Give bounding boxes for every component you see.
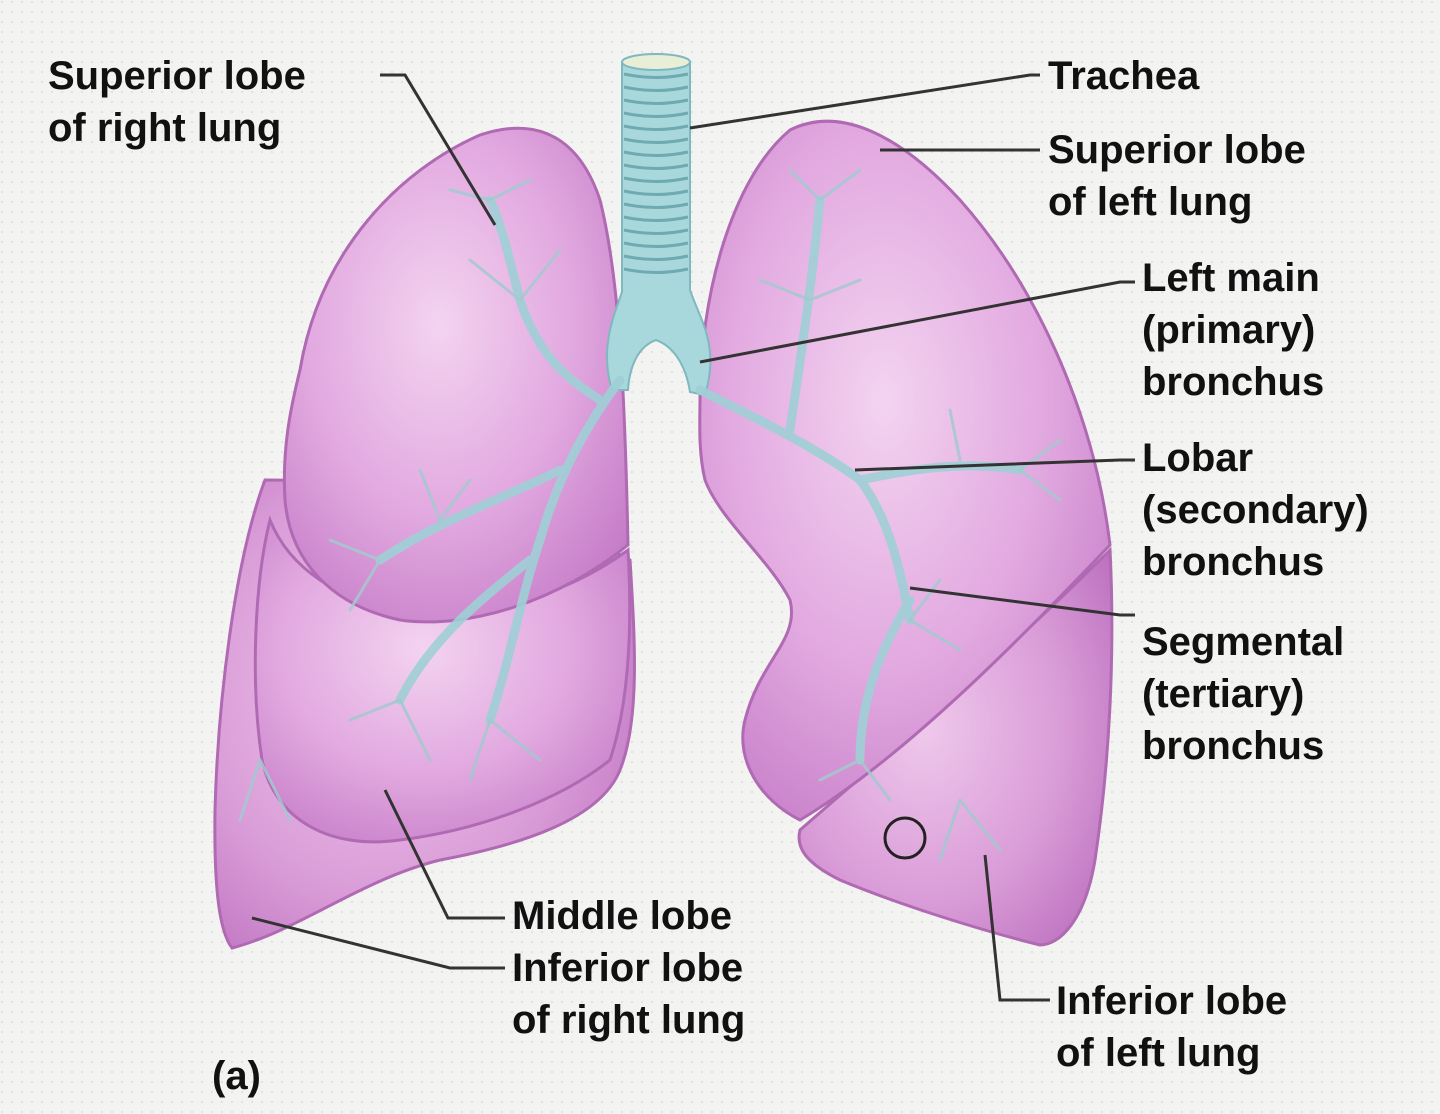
trachea-ring bbox=[623, 72, 689, 79]
label-line: of right lung bbox=[512, 998, 746, 1042]
leader-trachea bbox=[689, 73, 1040, 130]
label-middle-lobe: Middle lobe bbox=[512, 890, 732, 942]
label-line: Superior lobe bbox=[1048, 128, 1306, 172]
label-line: (primary) bbox=[1142, 308, 1316, 352]
label-superior-lobe-left-lung: Superior lobe of left lung bbox=[1048, 124, 1306, 228]
label-line: Lobar bbox=[1142, 436, 1254, 480]
label-superior-lobe-right-lung: Superior lobe of right lung bbox=[48, 50, 306, 154]
label-line: bronchus bbox=[1142, 540, 1325, 584]
bronchioles bbox=[238, 168, 1062, 862]
label-line: (secondary) bbox=[1142, 488, 1369, 532]
bronchiole-6 bbox=[818, 578, 962, 802]
label-segmental-bronchus: Segmental (tertiary) bronchus bbox=[1142, 616, 1344, 772]
trachea-ring bbox=[623, 215, 689, 222]
trachea-ring bbox=[623, 176, 689, 183]
trachea-ring bbox=[623, 111, 689, 118]
label-inferior-lobe-right-lung: Inferior lobe of right lung bbox=[512, 942, 745, 1046]
panel-label: (a) bbox=[212, 1050, 261, 1102]
leader-segmental bbox=[909, 586, 1135, 617]
label-line: of right lung bbox=[48, 106, 282, 150]
left-segmental-branch bbox=[855, 595, 915, 765]
bronchiole-1 bbox=[448, 178, 562, 302]
trachea-ring bbox=[623, 150, 689, 157]
label-line: Superior lobe bbox=[48, 54, 306, 98]
right-lung bbox=[213, 126, 636, 950]
trachea-ring bbox=[623, 85, 689, 92]
airway bbox=[606, 53, 712, 397]
leader-inferior-left bbox=[983, 854, 1050, 1002]
label-line: Trachea bbox=[1048, 54, 1200, 98]
label-line: Middle lobe bbox=[512, 894, 732, 938]
bronchiole-2 bbox=[328, 468, 472, 612]
leader-left-main bbox=[699, 280, 1135, 364]
label-line: bronchus bbox=[1142, 360, 1325, 404]
leader-superior-right bbox=[380, 73, 497, 226]
trachea-ring bbox=[623, 254, 689, 261]
bronchiole-3 bbox=[348, 698, 542, 782]
label-inferior-lobe-left-lung: Inferior lobe of left lung bbox=[1056, 975, 1287, 1079]
trachea-rings bbox=[623, 72, 689, 274]
trachea-ring bbox=[623, 98, 689, 105]
label-line: Inferior lobe bbox=[512, 946, 744, 990]
label-left-main-bronchus: Left main (primary) bronchus bbox=[1142, 252, 1324, 408]
bronchiole-7 bbox=[238, 758, 1002, 862]
label-lobar-bronchus: Lobar (secondary) bronchus bbox=[1142, 432, 1369, 588]
trachea-ring bbox=[623, 202, 689, 209]
leader-inferior-right bbox=[251, 916, 505, 970]
trachea-ring bbox=[623, 163, 689, 170]
left-upper-branch bbox=[785, 195, 825, 435]
label-line: Segmental bbox=[1142, 620, 1345, 664]
trachea-ring bbox=[623, 241, 689, 248]
label-line: bronchus bbox=[1142, 724, 1325, 768]
trachea-ring bbox=[623, 124, 689, 131]
label-trachea: Trachea bbox=[1048, 50, 1199, 102]
leader-middle bbox=[383, 789, 505, 920]
right-main-bronchus bbox=[485, 375, 625, 725]
label-line: Inferior lobe bbox=[1056, 979, 1288, 1023]
trachea-ring bbox=[623, 267, 689, 274]
leader-lobar bbox=[854, 458, 1135, 472]
leader-lines bbox=[251, 73, 1135, 1002]
trachea-ring bbox=[623, 189, 689, 196]
bronchiole-4 bbox=[758, 168, 862, 302]
label-line: of left lung bbox=[1048, 180, 1253, 224]
trachea-ring bbox=[623, 137, 689, 144]
trachea-ring bbox=[623, 228, 689, 235]
label-line: Left main bbox=[1142, 256, 1320, 300]
label-line: (tertiary) bbox=[1142, 672, 1305, 716]
trachea-shape bbox=[606, 61, 712, 397]
superior-lobe-right-lung bbox=[282, 126, 630, 624]
trachea-top bbox=[621, 53, 691, 71]
right-mid-branch bbox=[375, 465, 565, 565]
label-line: of left lung bbox=[1056, 1031, 1261, 1075]
marker-circle bbox=[883, 816, 927, 860]
panel-label-text: (a) bbox=[212, 1054, 261, 1098]
right-low-branch bbox=[395, 555, 535, 705]
